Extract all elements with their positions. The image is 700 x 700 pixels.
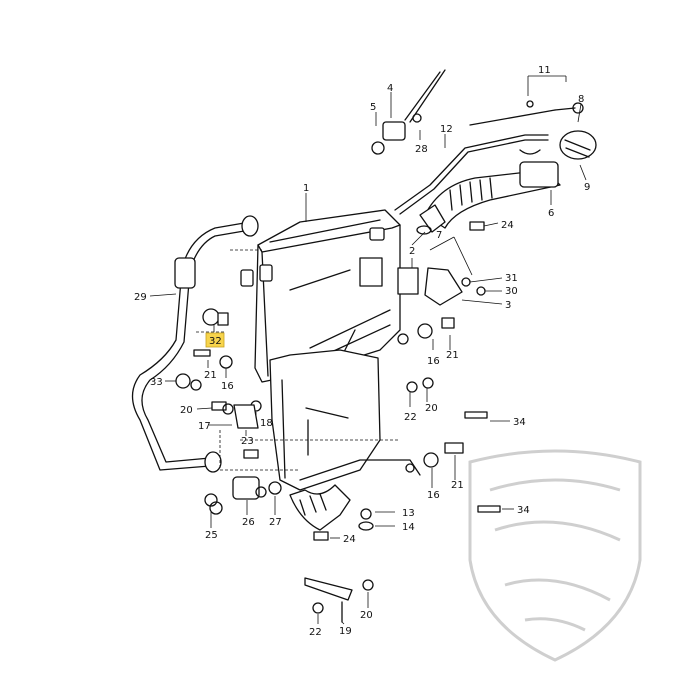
callout-21-left: 21 bbox=[204, 370, 217, 381]
highlight-box bbox=[205, 332, 225, 348]
callout-16-left: 16 bbox=[221, 381, 234, 392]
callout-26: 26 bbox=[242, 517, 255, 528]
callout-20-left: 20 bbox=[180, 405, 193, 416]
callout-24-upper: 24 bbox=[501, 220, 514, 231]
callout-labels: 1 2 3 4 5 6 7 8 9 11 12 13 14 16 16 16 1… bbox=[134, 65, 590, 638]
callout-23: 23 bbox=[241, 436, 254, 447]
callout-16-right: 16 bbox=[427, 356, 440, 367]
return-hose bbox=[131, 215, 259, 473]
callout-4: 4 bbox=[387, 83, 393, 94]
callout-11: 11 bbox=[538, 65, 551, 76]
callout-33: 33 bbox=[150, 377, 163, 388]
dipstick bbox=[469, 102, 584, 126]
callout-22-right: 22 bbox=[404, 412, 417, 423]
callout-21-lower: 21 bbox=[451, 480, 464, 491]
callout-6: 6 bbox=[548, 208, 554, 219]
callout-2: 2 bbox=[409, 246, 415, 257]
sensor-part bbox=[371, 69, 446, 155]
callout-27: 27 bbox=[269, 517, 282, 528]
callout-25: 25 bbox=[205, 530, 218, 541]
callout-20-right: 20 bbox=[425, 403, 438, 414]
lower-elbow-hose bbox=[289, 484, 351, 531]
callout-21-right: 21 bbox=[446, 350, 459, 361]
callout-19: 19 bbox=[339, 626, 352, 637]
callout-34-lower: 34 bbox=[517, 505, 530, 516]
callout-9: 9 bbox=[584, 182, 590, 193]
callout-3: 3 bbox=[505, 300, 511, 311]
dipstick-tube bbox=[394, 134, 549, 215]
callout-8: 8 bbox=[578, 94, 584, 105]
callout-31: 31 bbox=[505, 273, 518, 284]
callout-30: 30 bbox=[505, 286, 518, 297]
callout-32: 32 bbox=[209, 336, 222, 347]
watermark-crest-icon bbox=[468, 449, 642, 662]
upper-elbow-fitting bbox=[416, 204, 446, 235]
callout-20-bottom: 20 bbox=[360, 610, 373, 621]
filler-hose bbox=[424, 130, 597, 229]
callout-16-lower: 16 bbox=[427, 490, 440, 501]
callout-24-lower: 24 bbox=[343, 534, 356, 545]
callout-1: 1 bbox=[303, 183, 309, 194]
mounting-bracket bbox=[269, 349, 421, 491]
callout-18: 18 bbox=[260, 418, 273, 429]
callout-34-upper: 34 bbox=[513, 417, 526, 428]
callout-22-bottom: 22 bbox=[309, 627, 322, 638]
callout-17: 17 bbox=[198, 421, 211, 432]
fittings bbox=[175, 100, 541, 623]
leader-lines bbox=[149, 75, 587, 625]
callout-13: 13 bbox=[402, 508, 415, 519]
callout-28: 28 bbox=[415, 144, 428, 155]
callout-7: 7 bbox=[436, 230, 442, 241]
oil-tank bbox=[254, 209, 409, 383]
callout-29: 29 bbox=[134, 292, 147, 303]
callout-14: 14 bbox=[402, 522, 415, 533]
callout-12: 12 bbox=[440, 124, 453, 135]
callout-5: 5 bbox=[370, 102, 376, 113]
